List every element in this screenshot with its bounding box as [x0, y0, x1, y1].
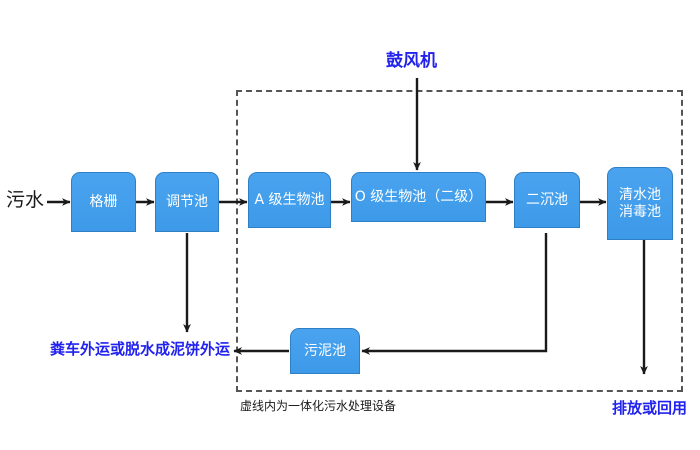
sludge-disposal-label: 粪车外运或脱水成泥饼外运 — [50, 340, 231, 358]
node-o-stage-biological-tank[interactable]: O 级生物池（二级） — [351, 172, 486, 222]
node-regulating-tank-label: 调节池 — [166, 193, 208, 210]
node-clear-water-disinfection-tank[interactable]: 清水池 消毒池 — [607, 167, 673, 240]
node-disinfection-tank-label: 消毒池 — [619, 203, 661, 220]
dashed-box-caption: 虚线内为一体化污水处理设备 — [240, 399, 397, 413]
integrated-equipment-boundary — [236, 90, 683, 392]
blower-label: 鼓风机 — [386, 51, 437, 71]
node-regulating-tank[interactable]: 调节池 — [155, 172, 219, 232]
node-secondary-sedimentation-tank[interactable]: 二沉池 — [514, 172, 580, 228]
node-a-stage-biological-tank[interactable]: A 级生物池 — [248, 172, 331, 228]
node-sludge-tank-label: 污泥池 — [304, 342, 346, 359]
discharge-reuse-label: 排放或回用 — [612, 399, 688, 417]
node-grate-label: 格栅 — [89, 193, 118, 210]
node-grate[interactable]: 格栅 — [71, 172, 136, 232]
node-secondary-sedimentation-tank-label: 二沉池 — [526, 191, 568, 208]
inlet-label: 污水 — [6, 189, 45, 211]
node-a-stage-biological-tank-label: A 级生物池 — [254, 191, 325, 208]
node-sludge-tank[interactable]: 污泥池 — [290, 328, 360, 374]
node-clear-water-tank-label: 清水池 — [619, 187, 661, 204]
node-o-stage-biological-tank-label: O 级生物池（二级） — [354, 188, 483, 205]
